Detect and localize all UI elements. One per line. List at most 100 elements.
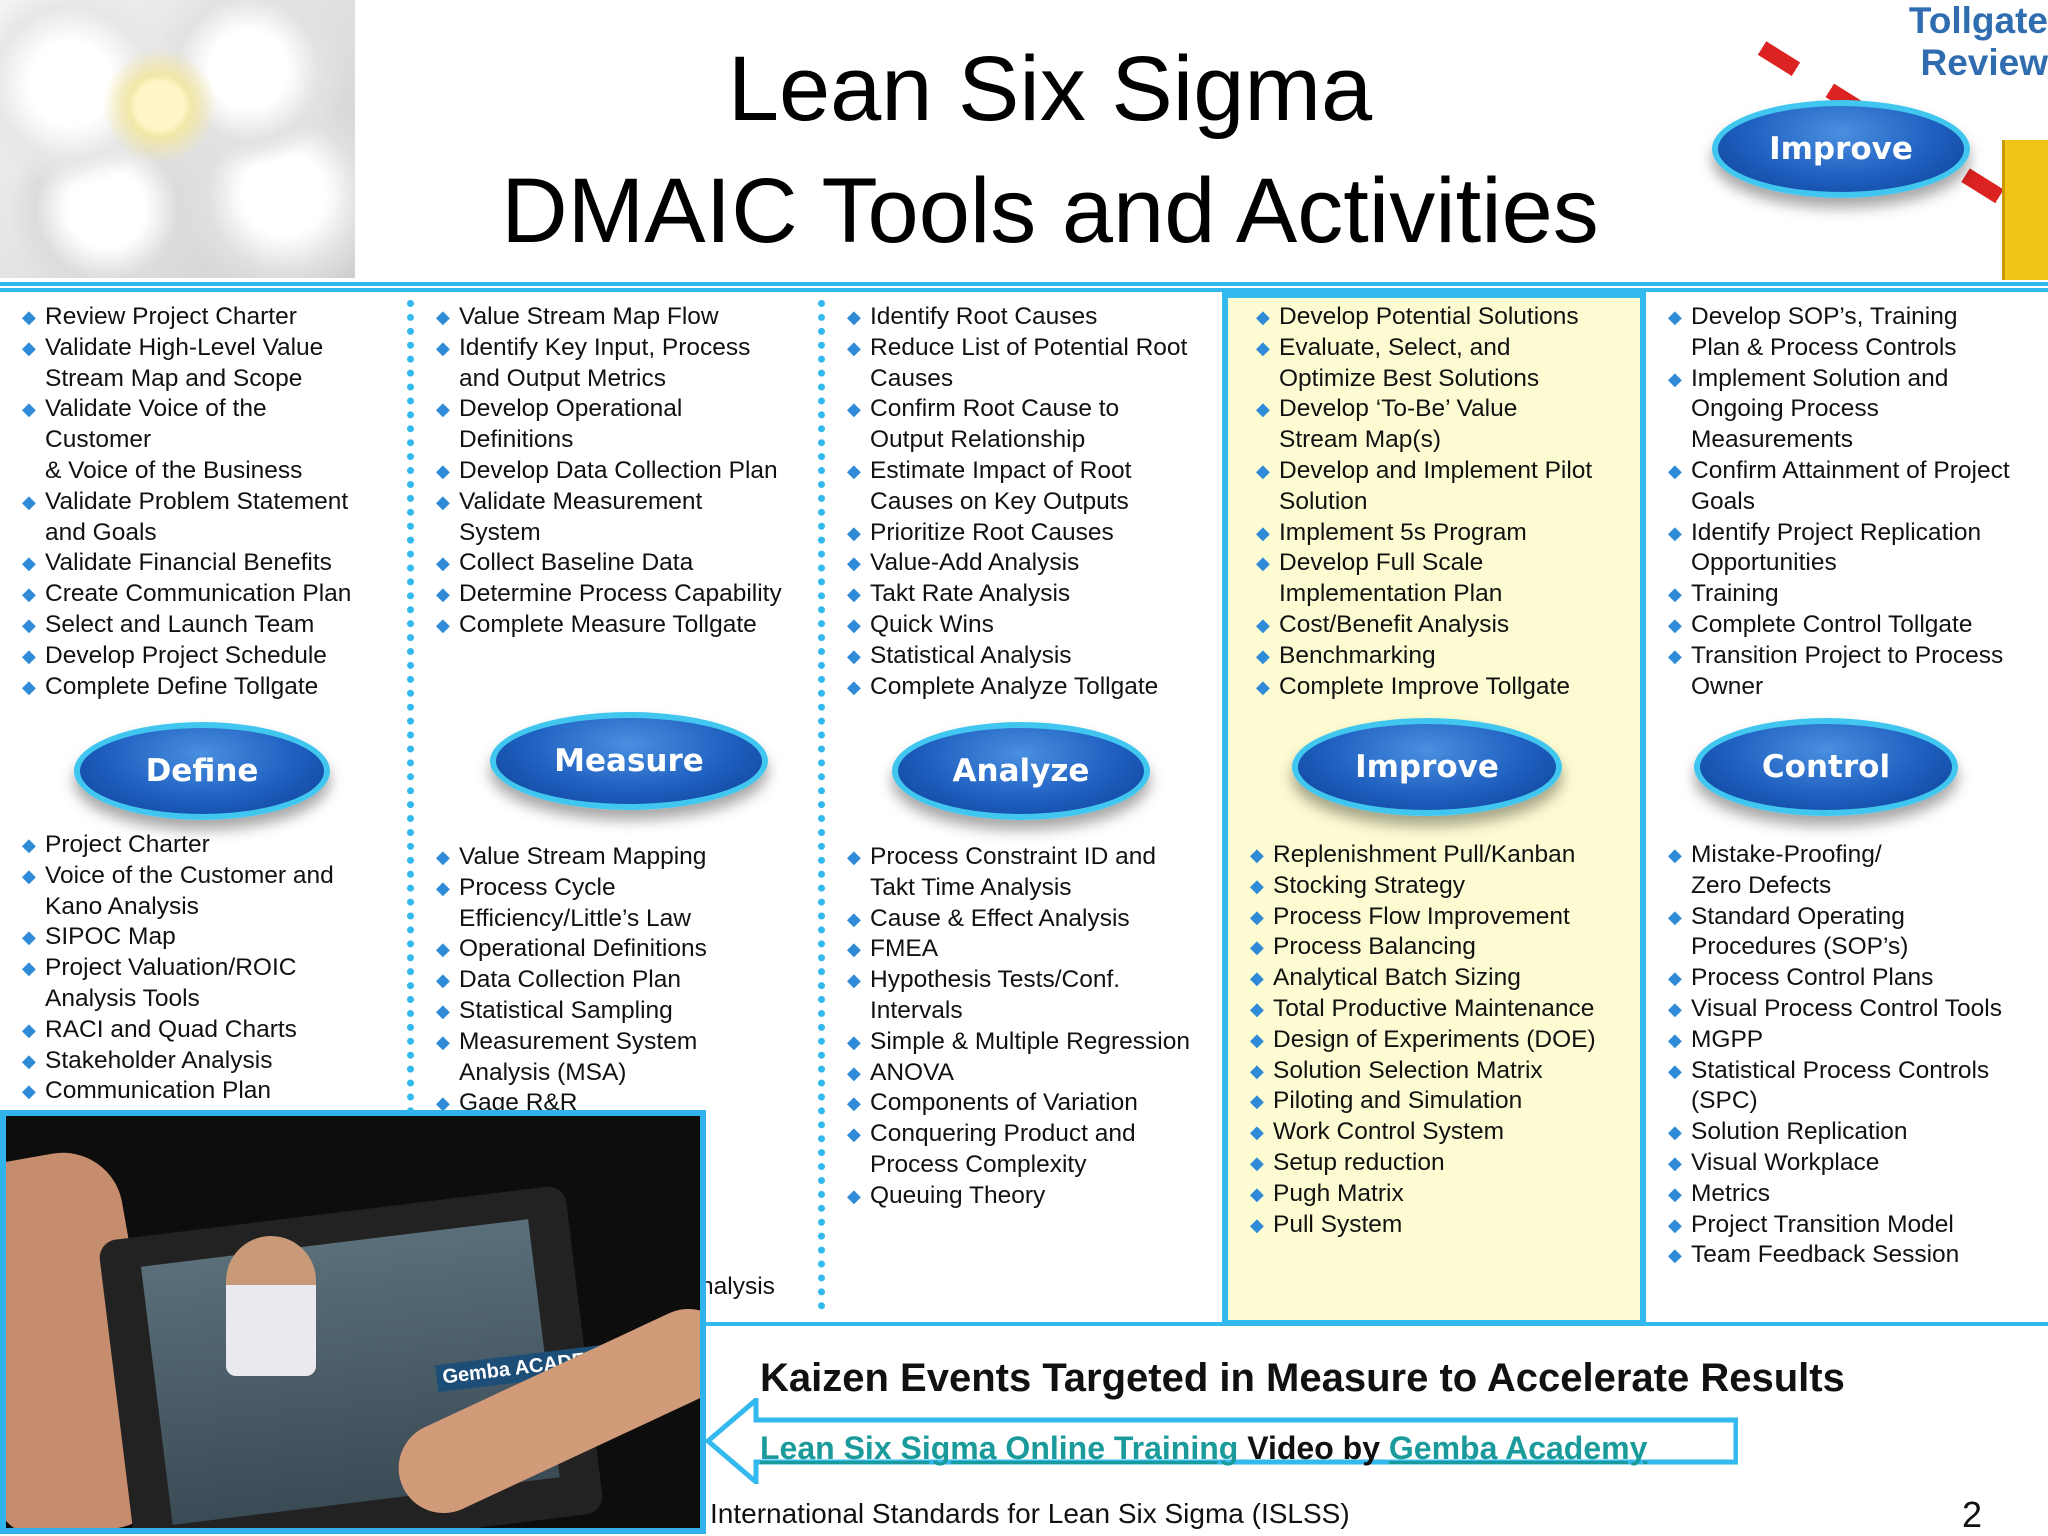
tollgate-label-line-2: Review <box>1920 42 2048 83</box>
analyze-tools-item: ANOVA <box>847 1058 1217 1089</box>
control-tools-item: Statistical Process Controls(SPC) <box>1668 1056 2043 1118</box>
define-activities-item: Develop Project Schedule <box>22 641 392 672</box>
item-line: Takt Time Analysis <box>870 873 1072 901</box>
control-tools-item: Mistake-Proofing/Zero Defects <box>1668 840 2043 902</box>
tollgate-post <box>2002 140 2048 280</box>
item-line: Goals <box>1691 487 1756 515</box>
column-separator-1 <box>407 300 414 1310</box>
define-activities-item: Validate Problem Statement and Goals <box>22 487 392 549</box>
analyze-tools-item: Components of Variation <box>847 1088 1217 1119</box>
video-thumbnail[interactable]: Gemba ACADEMY <box>0 1110 706 1534</box>
improve-tools-item: Analytical Batch Sizing <box>1250 963 1626 994</box>
item-line: Validate Voice of the <box>45 395 267 423</box>
improve-tools-item: Design of Experiments (DOE) <box>1250 1025 1626 1056</box>
item-line: Visual Workplace <box>1691 1148 1880 1176</box>
kaizen-note: Kaizen Events Targeted in Measure to Acc… <box>760 1356 1845 1400</box>
item-line: Components of Variation <box>870 1089 1138 1117</box>
measure-activities-item: Develop Data Collection Plan <box>436 456 812 487</box>
item-line: Validate Measurement <box>459 487 703 515</box>
item-line: Stream Map(s) <box>1279 426 1442 454</box>
item-line: Process Balancing <box>1273 933 1476 961</box>
item-line: Implement 5s Program <box>1279 518 1527 546</box>
item-line: Stakeholder Analysis <box>45 1046 273 1074</box>
item-line: Solution <box>1279 487 1368 515</box>
light-bulbs-image <box>0 0 355 278</box>
item-line: Communication Plan <box>45 1077 272 1105</box>
item-line: Conquering Product and <box>870 1120 1136 1148</box>
item-line: Project Charter <box>45 831 210 858</box>
item-line: Solution Replication <box>1691 1118 1908 1146</box>
analyze-activities-item: Prioritize Root Causes <box>847 518 1217 549</box>
item-line: Value Stream Mapping <box>459 843 707 870</box>
item-line: Complete Measure Tollgate <box>459 610 757 638</box>
analyze-activities-item: Quick Wins <box>847 610 1217 641</box>
improve-tools-item: Piloting and Simulation <box>1250 1086 1626 1117</box>
training-link-line: Lean Six Sigma Online Training Video by … <box>760 1430 1647 1467</box>
lean-six-sigma-training-link[interactable]: Lean Six Sigma Online Training <box>760 1430 1239 1466</box>
analyze-tools-item: Hypothesis Tests/Conf.Intervals <box>847 965 1217 1027</box>
analyze-tools-item: Cause & Effect Analysis <box>847 904 1217 935</box>
item-line: Simple & Multiple Regression <box>870 1027 1190 1055</box>
measure-tools-item: Data Collection Plan <box>436 965 812 996</box>
item-line: Statistical Process Controls <box>1691 1056 1990 1084</box>
item-line: System <box>459 518 541 546</box>
improve-tools-item: Pull System <box>1250 1210 1626 1241</box>
item-line: Procedures (SOP’s) <box>1691 933 1909 961</box>
define-tools: Project CharterVoice of the Customer and… <box>22 830 392 1107</box>
control-tools-item: Visual Workplace <box>1668 1148 2043 1179</box>
item-line: Validate Problem Statement <box>45 487 349 515</box>
item-line: Optimize Best Solutions <box>1279 364 1540 392</box>
item-line: Plan & Process Controls <box>1691 333 1957 361</box>
item-line: Project Transition Model <box>1691 1210 1954 1238</box>
item-line: Analytical Batch Sizing <box>1273 964 1521 992</box>
improve-tools-item: Setup reduction <box>1250 1148 1626 1179</box>
define-phase-pill: Define <box>74 722 330 820</box>
measure-tools: Value Stream MappingProcess CycleEfficie… <box>436 842 812 1119</box>
item-line: Process Cycle <box>459 873 616 901</box>
link-middle-text: Video by <box>1238 1430 1389 1466</box>
measure-activities: Value Stream Map FlowIdentify Key Input,… <box>436 302 812 641</box>
item-line: Select and Launch Team <box>45 610 315 638</box>
improve-tools-item: Total Productive Maintenance <box>1250 994 1626 1025</box>
item-line: Value Stream Map Flow <box>459 303 719 330</box>
item-line: Determine Process Capability <box>459 580 782 608</box>
page-number: 2 <box>1962 1494 1983 1535</box>
control-phase-pill: Control <box>1694 718 1958 816</box>
item-line: Estimate Impact of Root <box>870 456 1132 484</box>
analyze-activities-item: Takt Rate Analysis <box>847 579 1217 610</box>
item-line: Develop and Implement Pilot <box>1279 456 1593 484</box>
item-line: RACI and Quad Charts <box>45 1015 297 1043</box>
control-tools-item: Project Transition Model <box>1668 1210 2043 1241</box>
item-line: Output Relationship <box>870 426 1086 454</box>
item-line: Opportunities <box>1691 549 1837 577</box>
item-line: and Goals <box>45 518 157 546</box>
item-line: Design of Experiments (DOE) <box>1273 1025 1596 1053</box>
measure-tools-clipped-tail: nalysis <box>700 1273 775 1300</box>
item-line: Review Project Charter <box>45 303 297 330</box>
item-line: Implementation Plan <box>1279 580 1503 608</box>
item-line: Voice of the Customer and <box>45 861 334 889</box>
item-line: Hypothesis Tests/Conf. <box>870 966 1121 994</box>
item-line: Ongoing Process <box>1691 395 1879 423</box>
analyze-activities-item: Statistical Analysis <box>847 641 1217 672</box>
define-tools-item: SIPOC Map <box>22 922 392 953</box>
define-activities: Review Project CharterValidate High-Leve… <box>22 302 392 702</box>
control-tools-item: Team Feedback Session <box>1668 1240 2043 1271</box>
item-line: Cause & Effect Analysis <box>870 904 1130 932</box>
item-line: Create Communication Plan <box>45 580 352 608</box>
improve-tools-item: Solution Selection Matrix <box>1250 1056 1626 1087</box>
gemba-academy-link[interactable]: Gemba Academy <box>1388 1430 1648 1466</box>
measure-activities-item: Determine Process Capability <box>436 579 812 610</box>
page-title: Lean Six Sigma DMAIC Tools and Activitie… <box>400 28 1700 272</box>
footer-organization: International Standards for Lean Six Sig… <box>710 1498 1350 1529</box>
item-line: Replenishment Pull/Kanban <box>1273 841 1576 868</box>
